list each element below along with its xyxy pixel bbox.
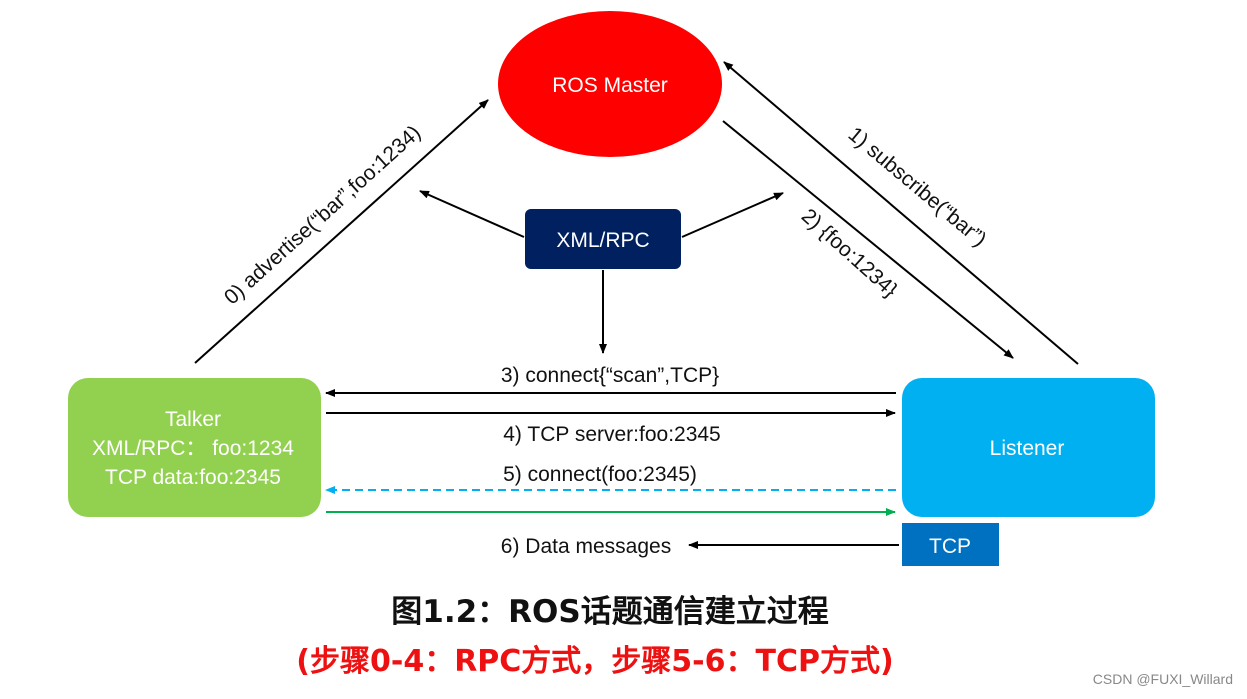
listener-shape: [902, 378, 1155, 517]
xmlrpc-left-arrow: [419, 190, 525, 238]
talker-node: Talker XML/RPC： foo:1234 TCP data:foo:23…: [68, 378, 321, 517]
xmlrpc-label: XML/RPC: [556, 229, 649, 252]
xmlrpc-shape: [525, 209, 681, 269]
listener-node: Listener: [902, 378, 1155, 517]
figure-caption-title: 图1.2：ROS话题通信建立过程: [391, 594, 829, 630]
tcp-node: TCP: [902, 523, 999, 566]
talker-shape: [68, 378, 321, 517]
listener-label: Listener: [990, 437, 1065, 460]
data-messages-label: 6) Data messages: [501, 535, 671, 558]
connect-foo-label: 5) connect(foo:2345): [503, 463, 697, 486]
tcp-label: TCP: [929, 535, 971, 558]
talker-title: Talker: [165, 408, 221, 431]
ros-master-node: ROS Master: [498, 11, 722, 157]
connect-scan-label: 3) connect{“scan”,TCP}: [501, 364, 719, 387]
tcp-server-label: 4) TCP server:foo:2345: [503, 423, 721, 446]
xmlrpc-node: XML/RPC: [525, 209, 681, 269]
advertise-label: 0) advertise(“bar”,foo:1234): [220, 121, 425, 309]
ros-master-shape: [498, 11, 722, 157]
xmlrpc-right-arrow: [681, 192, 784, 238]
talker-xmlrpc-address: XML/RPC： foo:1234: [92, 437, 294, 460]
ros-master-label: ROS Master: [552, 74, 668, 97]
advertise-arrow: [194, 99, 489, 364]
subscribe-label: 1) subscribe(“bar”): [844, 123, 991, 252]
figure-caption-subtitle: (步骤0-4：RPC方式，步骤5-6：TCP方式): [296, 644, 894, 679]
reply-arrow: [722, 120, 1014, 359]
watermark: CSDN @FUXI_Willard: [1092, 671, 1233, 687]
talker-tcp-address: TCP data:foo:2345: [105, 466, 281, 489]
tcp-shape: [902, 523, 999, 566]
subscribe-arrow: [723, 61, 1079, 365]
